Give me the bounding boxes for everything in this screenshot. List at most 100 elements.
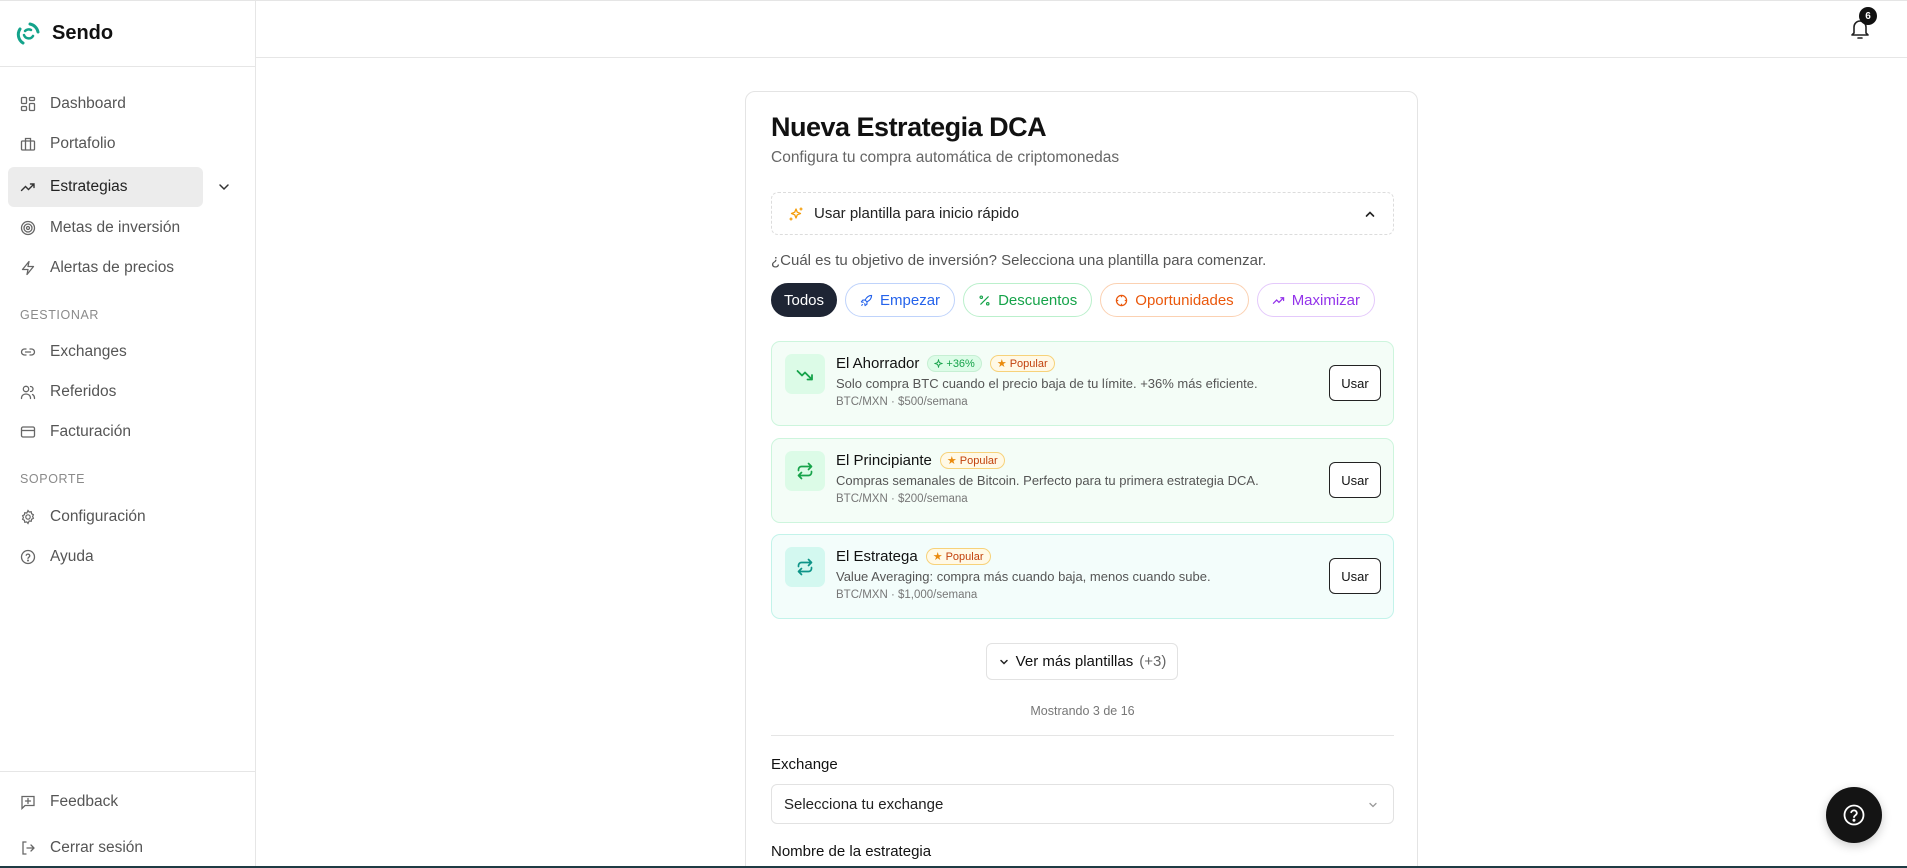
sidebar-item-facturacion[interactable]: Facturación (8, 412, 203, 452)
crosshair-icon (1116, 294, 1128, 306)
page-subtitle: Configura tu compra automática de cripto… (771, 149, 1120, 166)
template-card-el-ahorrador[interactable]: El Ahorrador +36% ★ Popular Solo compra … (771, 341, 1394, 426)
gain-badge: +36% (927, 355, 982, 372)
percent-icon (979, 294, 990, 306)
strategy-name-label: Nombre de la estrategia (771, 843, 932, 860)
filter-descuentos[interactable]: Descuentos (963, 283, 1093, 317)
sidebar-item-portafolio[interactable]: Portafolio (8, 124, 203, 164)
template-icon-wrap (785, 354, 825, 394)
template-card-el-principiante[interactable]: El Principiante ★ Popular Compras semana… (771, 438, 1394, 523)
logout-button[interactable]: Cerrar sesión (8, 828, 203, 868)
sidebar-item-alertas[interactable]: Alertas de precios (8, 248, 203, 288)
feedback-label: Feedback (50, 793, 119, 810)
sidebar-item-label: Exchanges (50, 343, 127, 360)
use-template-button[interactable]: Usar (1329, 558, 1381, 594)
gain-badge-text: +36% (946, 357, 975, 370)
briefcase-icon (20, 137, 36, 151)
logout-label: Cerrar sesión (50, 839, 144, 856)
template-amount: $500/semana (897, 396, 968, 408)
filter-label: Descuentos (998, 291, 1078, 309)
template-title-row: El Ahorrador +36% ★ Popular (836, 355, 1055, 372)
template-title-row: El Principiante ★ Popular (836, 452, 1005, 469)
filter-label: Oportunidades (1135, 291, 1234, 309)
template-toggle-label: Usar plantilla para inicio rápido (814, 205, 1020, 222)
template-amount: $200/semana (897, 493, 968, 505)
section-title-gestionar: GESTIONAR (20, 308, 100, 322)
sidebar-item-dashboard[interactable]: Dashboard (8, 84, 203, 124)
template-icon-wrap (785, 547, 825, 587)
brand-name: Sendo (52, 22, 114, 44)
exchange-label: Exchange (771, 756, 838, 773)
target-icon (20, 220, 36, 236)
show-more-templates-button[interactable]: Ver más plantillas (+3) (986, 643, 1178, 680)
template-pair: BTC/MXN (836, 396, 888, 408)
popular-badge: ★ Popular (925, 548, 991, 565)
exchange-select-placeholder: Selecciona tu exchange (784, 795, 944, 813)
chevron-down-icon[interactable] (216, 179, 232, 195)
template-name: El Estratega (836, 548, 918, 565)
sidebar-item-exchanges[interactable]: Exchanges (8, 332, 203, 372)
template-meta: BTC/MXN · $500/semana (836, 396, 968, 408)
popular-badge-text: Popular (1009, 357, 1048, 370)
exchange-select[interactable]: Selecciona tu exchange (771, 784, 1394, 824)
brand[interactable]: Sendo (0, 1, 255, 67)
sidebar-item-label: Dashboard (50, 95, 126, 112)
sidebar-item-label: Estrategias (50, 178, 128, 195)
sidebar-item-label: Configuración (50, 508, 146, 525)
star-icon: ★ (932, 551, 943, 563)
help-fab-button[interactable] (1826, 787, 1882, 843)
divider (771, 735, 1394, 736)
credit-card-icon (20, 426, 36, 438)
filter-maximizar[interactable]: Maximizar (1256, 283, 1376, 317)
template-description: Solo compra BTC cuando el precio baja de… (836, 376, 1258, 391)
rocket-icon (860, 294, 873, 306)
logout-icon (22, 841, 35, 855)
template-meta: BTC/MXN · $1,000/semana (836, 589, 978, 601)
chevron-down-icon (1369, 802, 1377, 808)
trending-up-icon (1272, 296, 1284, 304)
template-pair: BTC/MXN (836, 589, 888, 601)
sidebar-item-label: Metas de inversión (50, 219, 181, 236)
template-name: El Ahorrador (836, 355, 920, 372)
sidebar-item-ayuda[interactable]: Ayuda (8, 537, 203, 577)
feedback-button[interactable]: Feedback (8, 782, 203, 822)
use-template-button[interactable]: Usar (1329, 462, 1381, 498)
filter-label: Empezar (880, 291, 941, 309)
popular-badge-text: Popular (945, 550, 984, 563)
sidebar-item-estrategias[interactable]: Estrategias (8, 167, 203, 207)
sidebar: Sendo Dashboard Portafolio Estrategias M… (0, 1, 256, 868)
sidebar-item-configuracion[interactable]: Configuración (8, 497, 203, 537)
sidebar-item-label: Facturación (50, 423, 131, 440)
template-card-el-estratega[interactable]: El Estratega ★ Popular Value Averaging: … (771, 534, 1394, 619)
popular-badge: ★ Popular (939, 452, 1005, 469)
star-icon: ★ (996, 358, 1007, 370)
sidebar-footer: Feedback Cerrar sesión (0, 771, 255, 868)
template-toggle[interactable]: Usar plantilla para inicio rápido (771, 192, 1394, 235)
template-pair: BTC/MXN (836, 493, 888, 505)
template-icon-wrap (785, 451, 825, 491)
template-description: Value Averaging: compra más cuando baja,… (836, 569, 1211, 584)
sidebar-item-label: Portafolio (50, 135, 116, 152)
showing-count: Mostrando 3 de 16 (1030, 704, 1135, 718)
filter-oportunidades[interactable]: Oportunidades (1100, 283, 1249, 317)
top-bar: 6 (256, 1, 1907, 58)
use-template-button[interactable]: Usar (1329, 365, 1381, 401)
filter-empezar[interactable]: Empezar (845, 283, 956, 317)
help-circle-icon (20, 549, 36, 565)
popular-badge-text: Popular (959, 454, 998, 467)
template-title-row: El Estratega ★ Popular (836, 548, 991, 565)
template-meta: BTC/MXN · $200/semana (836, 493, 968, 505)
sidebar-item-metas[interactable]: Metas de inversión (8, 208, 203, 248)
show-more-label: Ver más plantillas (1015, 653, 1134, 670)
message-plus-icon (21, 795, 35, 810)
template-filters: Todos Empezar Descuentos Oportunidades M… (771, 283, 1376, 317)
filter-todos[interactable]: Todos (771, 283, 838, 317)
new-strategy-card: Nueva Estrategia DCA Configura tu compra… (745, 91, 1418, 868)
filter-label: Maximizar (1291, 291, 1361, 309)
template-name: El Principiante (836, 452, 932, 469)
chevron-up-icon (1365, 211, 1375, 217)
link-icon (20, 348, 36, 356)
popular-badge: ★ Popular (989, 355, 1055, 372)
sidebar-item-referidos[interactable]: Referidos (8, 372, 203, 412)
